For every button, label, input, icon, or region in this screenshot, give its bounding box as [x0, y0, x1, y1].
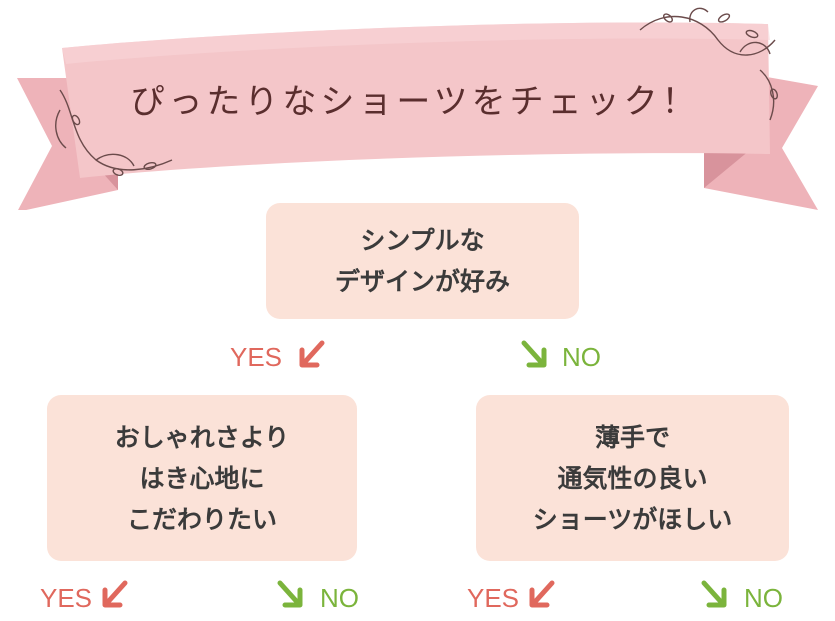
ribbon-graphic: [17, 7, 818, 210]
node-text-line: 通気性の良い: [557, 463, 708, 493]
title-banner: ぴったりなショーツをチェック！: [0, 0, 835, 210]
page-title: ぴったりなショーツをチェック！: [130, 82, 700, 122]
node-text-line: デザインが好み: [334, 267, 510, 296]
question-node-design: シンプルな デザインが好み: [266, 203, 579, 319]
question-node-comfort: おしゃれさより はき心地に こだわりたい: [47, 395, 357, 561]
node-text-line: おしゃれさより: [114, 422, 290, 452]
branch-label-yes: YES: [40, 583, 93, 613]
question-node-breathable: 薄手で 通気性の良い ショーツがほしい: [476, 395, 789, 561]
floral-vine-icon: [639, 7, 778, 121]
branch-label-yes: YES: [467, 583, 520, 613]
arrow-down-right-icon: [521, 340, 547, 368]
node-text-line: ショーツがほしい: [532, 504, 733, 534]
floral-vine-icon: [55, 89, 173, 176]
branch-label-no: NO: [744, 583, 783, 613]
arrow-down-left-icon: [529, 580, 555, 608]
ribbon-right-fold: [704, 150, 750, 188]
node-text-line: シンプルな: [360, 226, 485, 255]
branch-label-yes: YES: [230, 342, 283, 372]
arrow-down-left-icon: [102, 580, 128, 608]
node-text-line: 薄手で: [594, 422, 670, 452]
ribbon-highlight: [62, 22, 770, 64]
ribbon-main: [62, 22, 770, 178]
arrow-down-left-icon: [299, 340, 325, 368]
node-text-line: はき心地に: [139, 463, 265, 493]
arrow-down-right-icon: [277, 580, 303, 608]
node-text-line: こだわりたい: [126, 504, 277, 534]
branch-label-no: NO: [562, 342, 601, 372]
branch-label-no: NO: [320, 583, 359, 613]
arrow-down-right-icon: [701, 580, 727, 608]
